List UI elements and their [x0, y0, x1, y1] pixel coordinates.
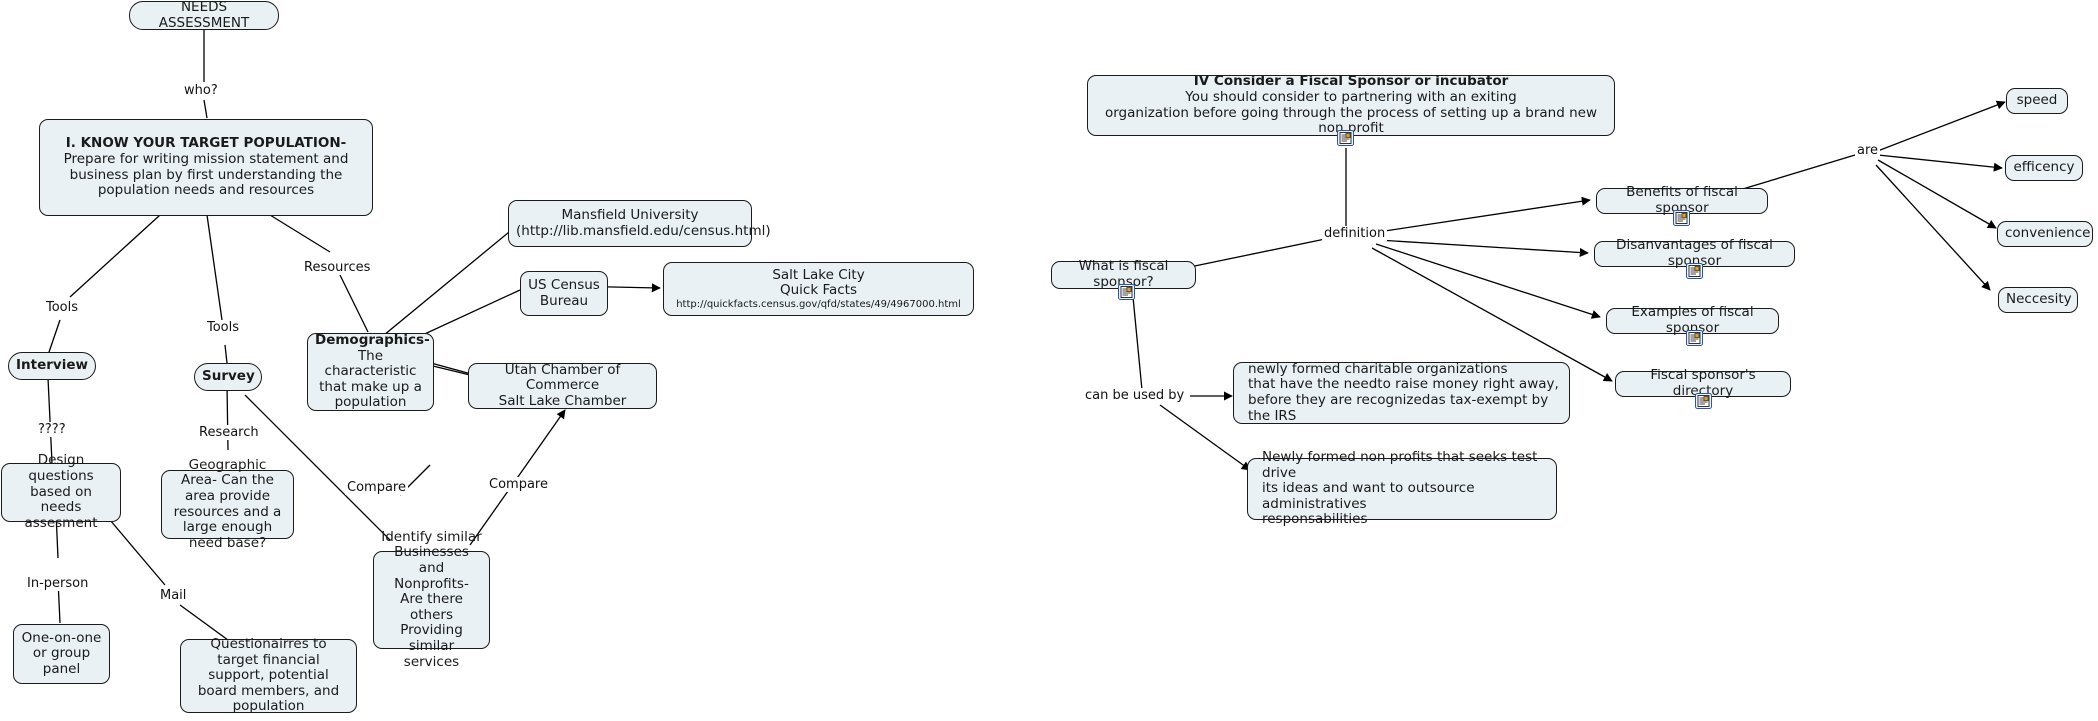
- node-needs-assessment-label: NEEDS ASSESSMENT: [158, 0, 250, 31]
- node-fiscal-root-line3: organization before going through the pr…: [1104, 104, 1597, 137]
- node-questionairres[interactable]: Questionairres to target financial suppo…: [180, 635, 357, 715]
- node-speed-label: speed: [2016, 92, 2058, 109]
- node-fiscal-sponsor-root[interactable]: IV Consider a Fiscal Sponsor or incubato…: [1087, 73, 1615, 137]
- node-what-is-fiscal-sponsor-label: What is fiscal sponsor?: [1078, 258, 1169, 290]
- resource-document-icon[interactable]: [1686, 263, 1703, 279]
- node-design-questions-body: Design questions based on needs assesmen…: [24, 452, 98, 531]
- node-us-census-bureau[interactable]: US Census Bureau: [520, 271, 608, 316]
- resource-document-icon[interactable]: [1337, 130, 1354, 146]
- node-quickfacts-line2: Quick Facts: [779, 282, 857, 299]
- node-convenience[interactable]: convenience: [1997, 221, 2093, 247]
- node-needs-assessment[interactable]: NEEDS ASSESSMENT: [129, 0, 279, 31]
- node-efficency[interactable]: efficency: [2005, 155, 2083, 181]
- edge-label-who: who?: [182, 83, 220, 98]
- node-know-your-target-population[interactable]: I. KNOW YOUR TARGET POPULATION- Prepare …: [39, 119, 373, 216]
- edge-label-in-person: In-person: [25, 576, 91, 591]
- node-quickfacts-line1: Salt Lake City: [772, 266, 865, 283]
- node-identify-similar-body: Identify similar Businesses and Nonprofi…: [381, 528, 482, 670]
- resource-document-icon[interactable]: [1118, 284, 1135, 300]
- node-demographics[interactable]: Demographics- The characteristic that ma…: [307, 331, 434, 411]
- node-disanvantages-of-fiscal-sponsor[interactable]: Disanvantages of fiscal sponsor: [1594, 237, 1795, 269]
- node-what-is-fiscal-sponsor[interactable]: What is fiscal sponsor?: [1051, 258, 1196, 290]
- edge-label-definition: definition: [1322, 226, 1388, 241]
- node-disanvantages-label: Disanvantages of fiscal sponsor: [1616, 237, 1773, 269]
- node-neccesity[interactable]: Neccesity: [1998, 287, 2078, 313]
- edge-label-can-be-used-by: can be used by: [1083, 388, 1187, 403]
- node-know-target-title: I. KNOW YOUR TARGET POPULATION-: [65, 135, 347, 152]
- edge-label-resources: Resources: [302, 260, 373, 275]
- node-us-census-line1: US Census: [528, 276, 600, 293]
- resource-document-icon[interactable]: [1686, 330, 1703, 346]
- node-quickfacts-url[interactable]: http://quickfacts.census.gov/qfd/states/…: [676, 298, 961, 310]
- node-charitable-line3: before they are recognizedas tax-exempt …: [1248, 392, 1549, 424]
- node-neccesity-label: Neccesity: [2006, 291, 2072, 308]
- edge-label-unknown: ????: [36, 422, 68, 437]
- node-fiscal-sponsors-directory[interactable]: Fiscal sponsor's directory: [1615, 367, 1791, 399]
- edge-label-compare-right: Compare: [487, 477, 550, 492]
- node-us-census-line2: Bureau: [539, 292, 589, 309]
- node-identify-similar-businesses[interactable]: Identify similar Businesses and Nonprofi…: [373, 529, 490, 670]
- edge-label-compare-left: Compare: [345, 480, 408, 495]
- node-newly-formed-line1: Newly formed non profits that seeks test…: [1262, 448, 1538, 481]
- node-fiscal-root-line2: You should consider to partnering with a…: [1185, 88, 1517, 105]
- edge-label-research: Research: [197, 425, 261, 440]
- edge-label-tools-left: Tools: [44, 300, 81, 315]
- node-charitable-organizations[interactable]: newly formed charitable organizations th…: [1233, 360, 1570, 424]
- resource-document-icon[interactable]: [1695, 393, 1712, 409]
- node-questionairres-body: Questionairres to target financial suppo…: [197, 635, 340, 715]
- node-survey-label: Survey: [202, 368, 255, 385]
- node-newly-formed-line3: responsabilities: [1262, 511, 1368, 528]
- node-mansfield-line1: Mansfield University: [561, 206, 699, 223]
- node-newly-formed-line2: its ideas and want to outsource administ…: [1262, 480, 1475, 512]
- node-demographics-title: Demographics-: [315, 331, 430, 348]
- node-one-on-one[interactable]: One-on-one or group panel: [13, 624, 110, 684]
- node-design-questions[interactable]: Design questions based on needs assesmen…: [1, 453, 121, 531]
- node-one-on-one-body: One-on-one or group panel: [21, 629, 102, 677]
- node-convenience-label: convenience: [2005, 225, 2091, 242]
- node-interview-label: Interview: [16, 357, 88, 374]
- node-fiscal-root-title: IV Consider a Fiscal Sponsor or incubato…: [1193, 73, 1509, 90]
- node-examples-label: Examples of fiscal sponsor: [1631, 304, 1754, 336]
- node-utah-chamber-line2: Salt Lake Chamber: [498, 392, 627, 409]
- edge-label-are: are: [1855, 143, 1881, 158]
- node-charitable-line1: newly formed charitable organizations: [1248, 360, 1508, 377]
- edge-label-tools-mid: Tools: [205, 320, 242, 335]
- node-newly-formed-non-profits[interactable]: Newly formed non profits that seeks test…: [1247, 449, 1557, 527]
- node-demographics-body: The characteristic that make up a popula…: [319, 347, 422, 411]
- resource-document-icon[interactable]: [1673, 210, 1690, 226]
- node-directory-label: Fiscal sponsor's directory: [1650, 367, 1756, 399]
- node-geographic-area[interactable]: Geographic Area- Can the area provide re…: [161, 457, 294, 551]
- edge-label-mail: Mail: [158, 588, 189, 603]
- node-efficency-label: efficency: [2013, 159, 2075, 176]
- node-charitable-line2: that have the needto raise money right a…: [1248, 376, 1559, 393]
- node-salt-lake-quickfacts[interactable]: Salt Lake City Quick Facts http://quickf…: [663, 262, 974, 316]
- node-interview[interactable]: Interview: [8, 352, 96, 380]
- node-survey[interactable]: Survey: [194, 363, 262, 391]
- node-know-target-body: Prepare for writing mission statement an…: [63, 150, 349, 199]
- node-utah-chamber[interactable]: Utah Chamber of Commerce Salt Lake Chamb…: [468, 361, 657, 409]
- node-mansfield-line2: (http://lib.mansfield.edu/census.html): [516, 222, 771, 239]
- node-utah-chamber-line1: Utah Chamber of Commerce: [504, 361, 621, 394]
- node-mansfield-university[interactable]: Mansfield University (http://lib.mansfie…: [508, 200, 771, 247]
- node-speed[interactable]: speed: [2006, 88, 2068, 114]
